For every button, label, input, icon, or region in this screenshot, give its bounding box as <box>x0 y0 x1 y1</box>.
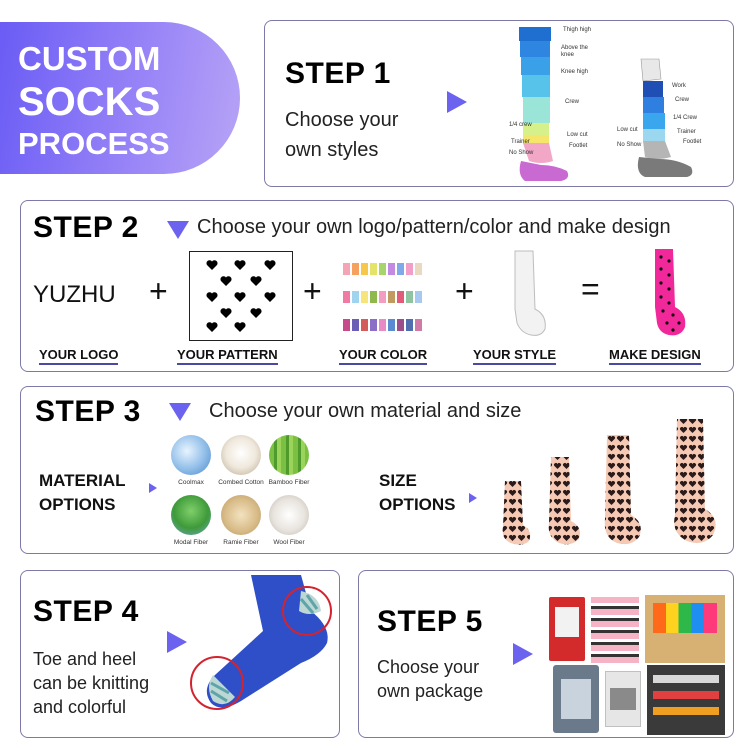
size-options-label: SIZE OPTIONS <box>379 469 456 517</box>
short-label-low-cut: Low cut <box>617 127 638 133</box>
short-sock-diagram <box>637 58 693 177</box>
tall-label-thigh-high: Thigh high <box>563 27 592 33</box>
step1-title: STEP 1 <box>285 57 391 90</box>
tall-label-low-cut: Low cut <box>567 132 588 138</box>
step4-desc-line2: can be knitting <box>33 673 150 693</box>
short-label-footlet: Footlet <box>683 139 702 145</box>
step3-arrow-icon <box>169 403 191 421</box>
step5-desc-line2: own package <box>377 681 484 701</box>
package-gift-box <box>645 595 725 663</box>
material-label-line1: MATERIAL <box>39 471 126 490</box>
step1-arrow-icon <box>447 91 467 113</box>
material-label-wool-fiber: Wool Fiber <box>273 539 305 546</box>
plus-sign-2: + <box>303 273 322 309</box>
step4-desc-line1: Toe and heel <box>33 649 137 669</box>
coolmax-swatch <box>171 435 211 475</box>
size-label-line2: OPTIONS <box>379 495 456 514</box>
blank-sock-icon <box>514 250 546 336</box>
size-label-line1: SIZE <box>379 471 417 490</box>
step2-description: Choose your own logo/pattern/color and m… <box>197 216 671 238</box>
step4-title: STEP 4 <box>33 595 139 628</box>
material-options-label: MATERIAL OPTIONS <box>39 469 126 517</box>
logo-text: YUZHU <box>33 281 116 308</box>
toe-heel-sock-illustration <box>190 575 332 710</box>
step3-panel: STEP 3 Choose your own material and size… <box>20 386 734 554</box>
tall-label-trainer: Trainer <box>511 139 530 145</box>
caption-your-color: YOUR COLOR <box>339 347 428 365</box>
color-swatch-grid <box>341 257 437 337</box>
step4-description: Toe and heel can be knitting and colorfu… <box>33 647 149 719</box>
plus-sign-1: + <box>149 273 168 309</box>
step5-arrow-icon <box>513 643 533 665</box>
caption-your-logo: YOUR LOGO <box>39 347 119 365</box>
material-label-coolmax: Coolmax <box>178 479 204 486</box>
material-label-line2: OPTIONS <box>39 495 116 514</box>
step2-panel: STEP 2 Choose your own logo/pattern/colo… <box>20 200 734 372</box>
equals-sign: = <box>581 271 600 307</box>
step2-title: STEP 2 <box>33 211 139 244</box>
step5-title: STEP 5 <box>377 605 483 638</box>
caption-your-style: YOUR STYLE <box>473 347 557 365</box>
tall-label-no-show: No Show <box>509 150 534 156</box>
step4-arrow-icon <box>167 631 187 653</box>
material-label-modal-fiber: Modal Fiber <box>173 539 209 546</box>
banner-line-1: CUSTOM <box>18 40 161 77</box>
short-label-no-show: No Show <box>617 142 642 148</box>
short-label-trainer: Trainer <box>677 129 696 135</box>
ramie-fiber-swatch <box>221 495 261 535</box>
step1-panel: STEP 1 Choose your own styles Thigh high… <box>264 20 734 187</box>
size-arrow-icon <box>469 493 477 503</box>
caption-your-pattern: YOUR PATTERN <box>177 347 278 365</box>
package-striped-socks <box>591 597 639 663</box>
package-ankle-socks <box>605 671 641 727</box>
step3-title: STEP 3 <box>35 395 141 428</box>
pattern-swatch <box>189 251 293 341</box>
short-label-work: Work <box>672 83 686 89</box>
tall-label-crew: Crew <box>565 99 580 105</box>
material-label-bamboo-fiber: Bamboo Fiber <box>268 479 310 486</box>
step1-desc-line2: own styles <box>285 139 379 161</box>
step4-desc-line3: and colorful <box>33 697 127 717</box>
material-label-combed-cotton: Combed Cotton <box>218 479 264 486</box>
material-arrow-icon <box>149 483 157 493</box>
final-design-sock-icon <box>655 249 686 336</box>
package-sock-stack <box>647 665 725 735</box>
package-card-red <box>549 597 585 661</box>
bamboo-fiber-swatch <box>269 435 309 475</box>
short-label-crew: Crew <box>675 97 690 103</box>
package-hang-card <box>553 665 599 733</box>
tall-label-quarter-crew: 1/4 crew <box>509 122 532 128</box>
step3-description: Choose your own material and size <box>209 400 522 422</box>
step1-desc-line1: Choose your <box>285 109 399 131</box>
modal-fiber-swatch <box>171 495 211 535</box>
step5-panel: STEP 5 Choose your own package <box>358 570 734 738</box>
tall-sock-diagram <box>519 27 569 181</box>
banner-line-3: PROCESS <box>18 126 170 161</box>
tall-label-footlet: Footlet <box>569 143 588 149</box>
caption-make-design: MAKE DESIGN <box>609 347 701 365</box>
size-socks-illustration <box>502 419 716 545</box>
short-label-quarter-crew: 1/4 Crew <box>673 115 698 121</box>
combed-cotton-swatch <box>221 435 261 475</box>
step2-arrow-icon <box>167 221 189 239</box>
material-label-ramie-fiber: Ramie Fiber <box>223 539 259 546</box>
banner-line-2: SOCKS <box>18 80 161 124</box>
wool-fiber-swatch <box>269 495 309 535</box>
step4-panel: STEP 4 Toe and heel can be knitting and … <box>20 570 340 738</box>
title-banner: CUSTOM SOCKS PROCESS <box>0 22 240 174</box>
plus-sign-3: + <box>455 273 474 309</box>
step5-description: Choose your own package <box>377 655 483 703</box>
tall-label-knee-high: Knee high <box>561 69 589 75</box>
step1-description: Choose your own styles <box>285 105 398 165</box>
tall-label-above-knee: Above the knee <box>561 45 589 58</box>
step5-desc-line1: Choose your <box>377 657 480 677</box>
